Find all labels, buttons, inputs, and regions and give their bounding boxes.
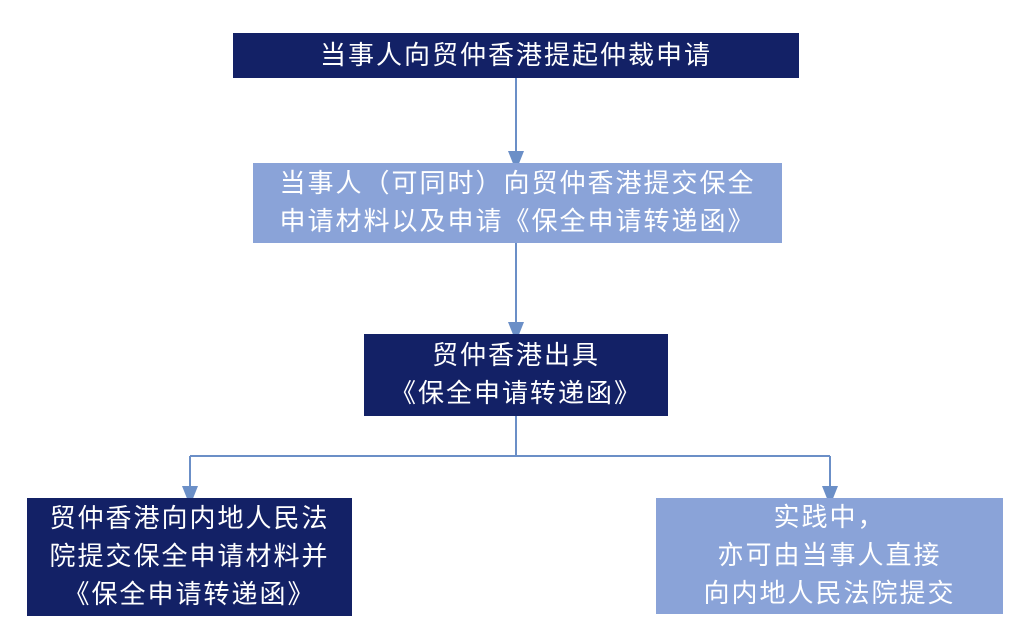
node-step2: 当事人（可同时）向贸仲香港提交保全 申请材料以及申请《保全申请转递函》: [253, 163, 782, 243]
node-step4a-line-1: 贸仲香港向内地人民法: [49, 504, 330, 534]
node-step4b: 实践中， 亦可由当事人直接 向内地人民法院提交: [656, 498, 1003, 614]
node-step4a-line-2: 院提交保全申请材料并: [49, 542, 330, 572]
node-step2-line-1: 当事人（可同时）向贸仲香港提交保全: [279, 169, 756, 199]
node-step4b-line-2: 亦可由当事人直接: [717, 541, 942, 571]
node-step3-line-2: 《保全申请转递函》: [389, 379, 642, 409]
node-step4b-line-1: 实践中，: [773, 503, 886, 533]
node-step1-line-1: 当事人向贸仲香港提起仲裁申请: [319, 40, 712, 71]
node-step4b-line-3: 向内地人民法院提交: [703, 579, 956, 609]
node-step3-line-1: 贸仲香港出具: [431, 341, 600, 371]
node-step3: 贸仲香港出具 《保全申请转递函》: [364, 334, 668, 416]
node-step4a-line-3: 《保全申请转递函》: [63, 580, 316, 610]
node-step2-line-2: 申请材料以及申请《保全申请转递函》: [279, 207, 756, 237]
node-step1: 当事人向贸仲香港提起仲裁申请: [233, 33, 799, 78]
node-step4a: 贸仲香港向内地人民法 院提交保全申请材料并 《保全申请转递函》: [27, 498, 352, 616]
